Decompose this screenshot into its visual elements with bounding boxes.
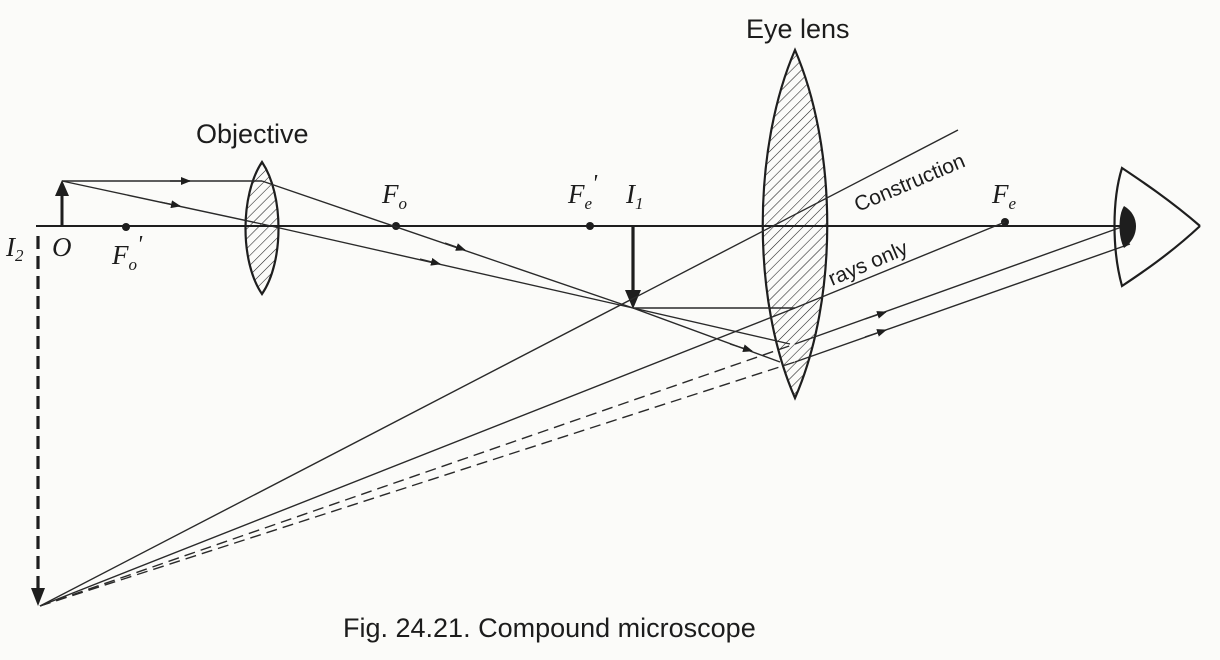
ray-arrow-4 — [419, 257, 441, 266]
emergent-ray-lower — [794, 243, 1131, 363]
intermediate-image-arrowhead — [625, 290, 641, 309]
construction-ray-back — [39, 307, 796, 607]
fo-prime-label: Fo' — [111, 232, 143, 274]
eye-icon — [1113, 166, 1201, 288]
fe-label: Fe — [991, 179, 1017, 213]
objective-label: Objective — [196, 119, 309, 149]
construction-ray-to-fe — [794, 221, 1006, 309]
construction-label: Construction — [851, 149, 969, 216]
fo-label: Fo — [381, 179, 407, 213]
i1-label: I1 — [625, 179, 644, 213]
fe-prime-label: Fe' — [567, 171, 598, 213]
eye-lens — [761, 47, 829, 401]
fe-prime-point — [586, 222, 594, 230]
objective-lens — [244, 160, 280, 296]
ray-arrow-2 — [159, 200, 181, 209]
object-arrowhead — [55, 180, 69, 196]
final-image-arrowhead — [31, 588, 45, 606]
ray-arrow-3 — [444, 242, 466, 251]
ray-arrow-7 — [864, 329, 887, 338]
eye-lens-label: Eye lens — [746, 14, 850, 44]
eye-pupil — [1119, 206, 1136, 248]
i2-label: I2 — [5, 232, 24, 265]
rays-only-label: rays only — [825, 236, 912, 290]
emergent-ray-upper — [794, 223, 1131, 345]
dashed-projection-2 — [39, 361, 796, 607]
ray-objective-to-image — [261, 223, 634, 309]
ray-image-to-eyelens-lower — [632, 307, 781, 363]
ray-image-to-eyelens-mid — [632, 307, 791, 345]
figure-caption: Fig. 24.21. Compound microscope — [343, 613, 756, 643]
ray-arrow-6 — [864, 311, 887, 320]
construction-ray-long — [39, 129, 959, 607]
fo-prime-point — [122, 223, 130, 231]
dashed-projection-1 — [39, 343, 796, 607]
ray-arrow-5 — [729, 343, 753, 353]
o-label: O — [52, 232, 72, 262]
